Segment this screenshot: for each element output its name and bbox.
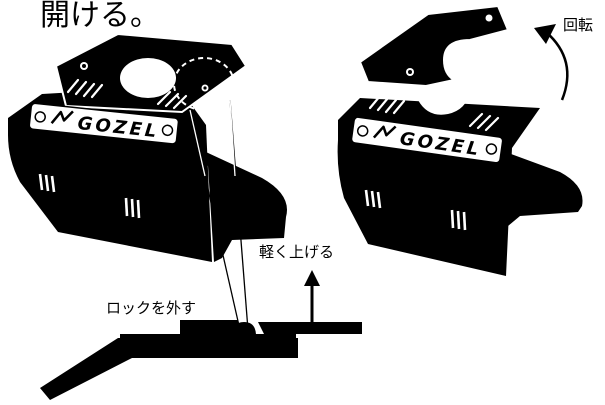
right-lid-screw: [485, 14, 493, 22]
lock-position-marker: [173, 57, 235, 111]
latch-detail: [40, 270, 362, 400]
unlock-label: ロックを外す: [106, 299, 197, 317]
brand-logo-icon: [50, 110, 74, 124]
right-side-vents: [364, 189, 467, 231]
latch-left-block: [180, 320, 238, 338]
right-lid-screw: [408, 70, 412, 74]
latch-lid-plate: [258, 322, 362, 334]
right-nameplate: GOZEL: [350, 116, 504, 164]
lift-label: 軽く上げる: [259, 243, 335, 261]
left-device-rear-flange: [180, 140, 287, 262]
left-lid-screw: [203, 86, 207, 90]
right-device-lid: [358, 4, 510, 88]
latch-arm: [40, 338, 298, 400]
up-arrow-icon: [304, 270, 320, 322]
right-device: GOZEL: [337, 4, 583, 276]
page-title: 開ける。: [40, 0, 160, 33]
left-nameplate: GOZEL: [28, 102, 180, 145]
latch-knob: [232, 322, 256, 336]
left-lid-screw: [82, 64, 86, 68]
latch-base-plate: [120, 334, 296, 344]
left-lid-hole: [120, 58, 176, 98]
right-body-screw: [540, 94, 548, 102]
rotate-label: 回転: [563, 16, 594, 34]
curved-arrow-icon: [534, 24, 569, 101]
right-body-opening: [418, 86, 470, 115]
right-top-vents: [368, 94, 500, 132]
brand-logo-icon: [372, 125, 397, 139]
left-device: GOZEL: [8, 32, 287, 331]
right-device-rear-flange: [500, 150, 583, 268]
guide-line-white: [229, 99, 236, 177]
left-side-vents: [38, 173, 141, 219]
left-top-vents: [66, 78, 188, 110]
guide-line-white: [189, 109, 206, 177]
